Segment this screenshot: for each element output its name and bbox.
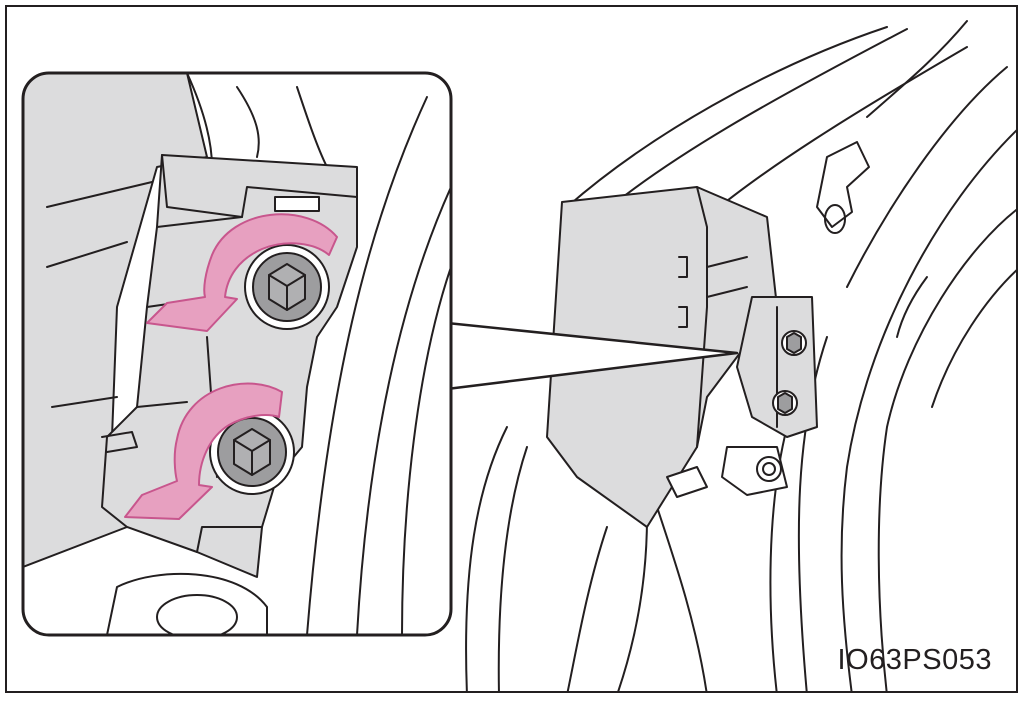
body-outline-line <box>617 516 648 691</box>
callout-pointer <box>445 321 739 391</box>
body-outline-line <box>846 66 1008 288</box>
overview-bolt-lower <box>772 390 798 416</box>
zoom-lower-mount <box>106 572 268 635</box>
zoom-body-line <box>306 96 428 635</box>
lower-mount-hole <box>756 456 782 482</box>
zoom-body-line <box>356 186 451 635</box>
zoom-housing <box>23 73 208 568</box>
zoom-bracket-edge <box>196 526 263 553</box>
body-outline-line <box>706 46 968 218</box>
body-outline-line <box>797 336 828 691</box>
zoom-bolt-upper <box>244 244 330 330</box>
callout-box-border <box>21 71 453 637</box>
zoom-housing-line <box>46 181 153 408</box>
illustration <box>21 20 1016 691</box>
lower-mount-hole-inner <box>762 462 776 476</box>
zoom-housing-line <box>236 86 260 158</box>
zoom-bracket-edge <box>101 431 138 453</box>
overview-bolt-upper <box>781 330 807 356</box>
body-outline-line <box>656 506 708 691</box>
figure-code: IO63PS053 <box>837 644 992 676</box>
body-outline-line <box>866 20 968 118</box>
body-outline-line <box>566 526 608 691</box>
figure-frame: IO63PS053 <box>5 5 1018 693</box>
body-outline-line <box>931 269 1016 408</box>
body-outline-line <box>566 26 888 208</box>
zoom-body-line <box>401 266 451 635</box>
body-outline-line <box>497 446 528 691</box>
lamp-detail <box>678 306 688 328</box>
callout-zoom <box>21 71 453 637</box>
zoom-bolt-lower <box>209 409 295 495</box>
loosen-arrow-lower <box>124 382 283 520</box>
body-outline-line <box>840 129 1016 691</box>
body-outline-line <box>877 208 1016 691</box>
body-outline-line <box>465 426 508 691</box>
body-outline-line <box>896 276 928 338</box>
zoom-lower-hole <box>156 594 238 635</box>
lamp-detail <box>706 256 748 298</box>
lower-mount-tab <box>666 466 708 498</box>
lamp-detail <box>678 256 688 278</box>
zoom-bracket-slot <box>274 196 320 212</box>
clip-hole <box>824 204 846 234</box>
lower-mount <box>721 446 788 496</box>
loosen-arrow-upper <box>146 213 338 332</box>
zoom-housing-line <box>296 86 328 168</box>
